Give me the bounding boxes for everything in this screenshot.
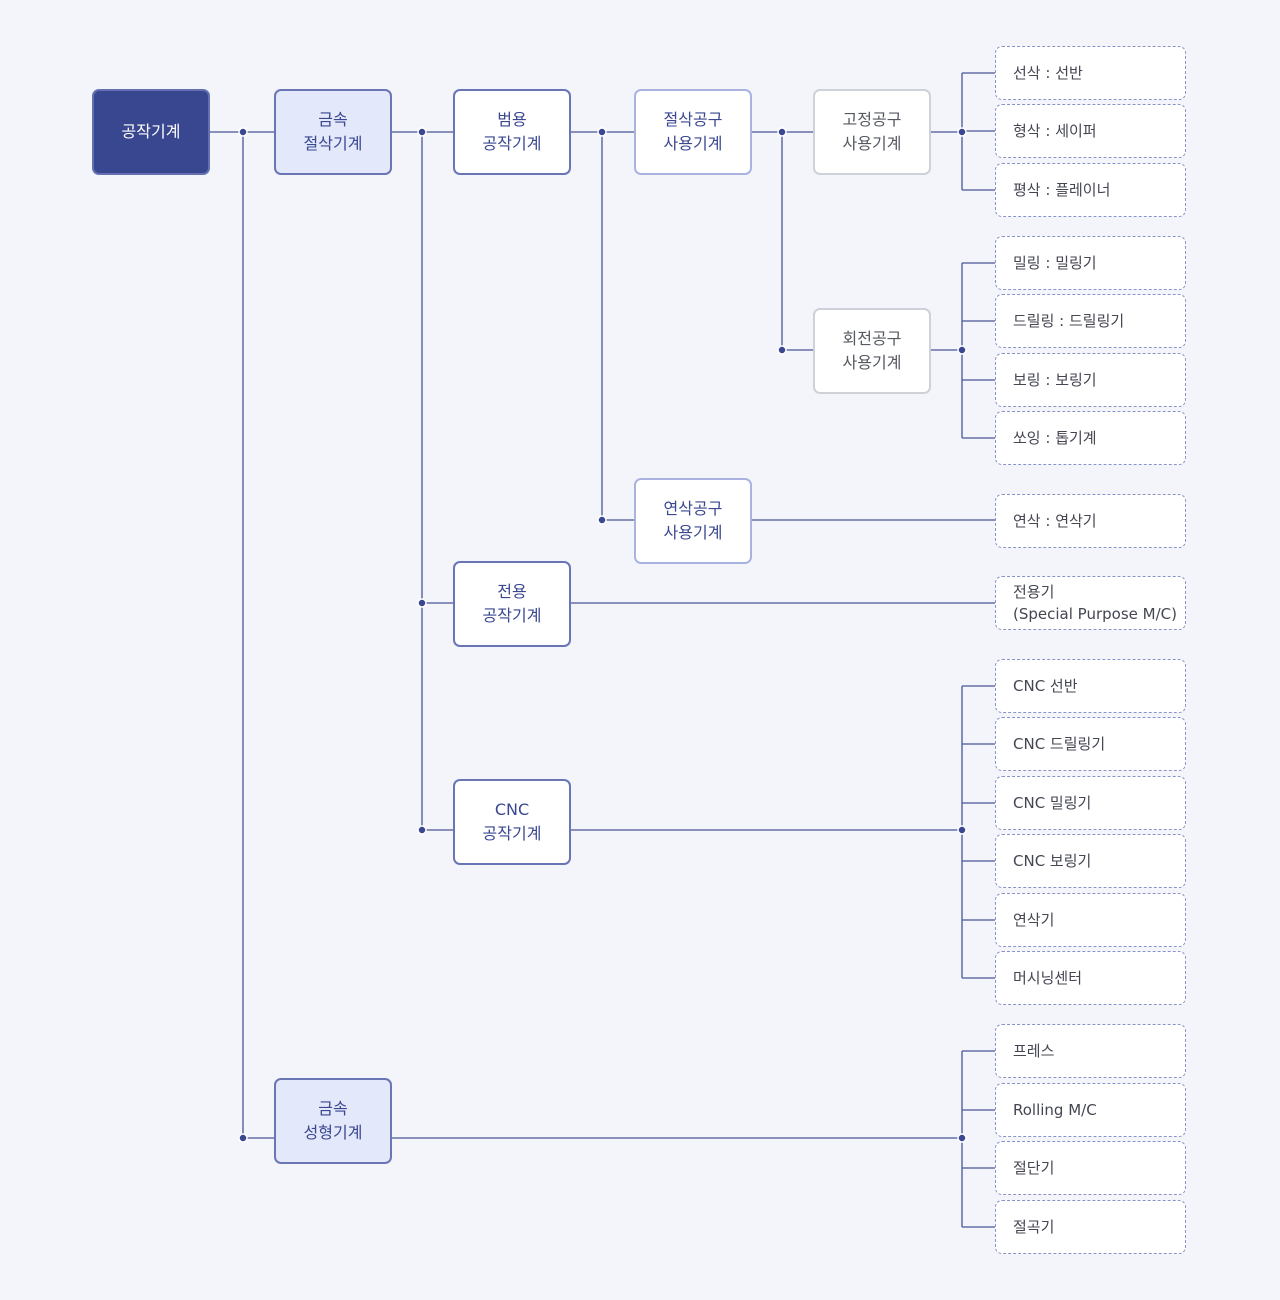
junction-dot (238, 1133, 248, 1143)
leaf-planing-planer: 평삭 : 플레이너 (995, 163, 1186, 217)
junction-dot (417, 127, 427, 137)
node-metal-forming-machine: 금속 성형기계 (274, 1078, 392, 1164)
leaf-drilling: 드릴링 : 드릴링기 (995, 294, 1186, 348)
node-grinding-tool-machine: 연삭공구 사용기계 (634, 478, 752, 564)
leaf-milling: 밀링 : 밀링기 (995, 236, 1186, 290)
leaf-turning-lathe: 선삭 : 선반 (995, 46, 1186, 100)
node-rotating-tool-machine: 회전공구 사용기계 (813, 308, 931, 394)
junction-dot (957, 825, 967, 835)
node-machine-tool: 공작기계 (92, 89, 210, 175)
leaf-cnc-drilling: CNC 드릴링기 (995, 717, 1186, 771)
leaf-cnc-lathe: CNC 선반 (995, 659, 1186, 713)
node-general-purpose-machine: 범용 공작기계 (453, 89, 571, 175)
leaf-grinder: 연삭기 (995, 893, 1186, 947)
leaf-cnc-milling: CNC 밀링기 (995, 776, 1186, 830)
leaf-grinding: 연삭 : 연삭기 (995, 494, 1186, 548)
node-fixed-tool-machine: 고정공구 사용기계 (813, 89, 931, 175)
junction-dot (238, 127, 248, 137)
junction-dot (597, 515, 607, 525)
node-special-purpose-machine: 전용 공작기계 (453, 561, 571, 647)
leaf-special-purpose: 전용기 (Special Purpose M/C) (995, 576, 1186, 630)
leaf-press: 프레스 (995, 1024, 1186, 1078)
junction-dot (957, 1133, 967, 1143)
junction-dot (597, 127, 607, 137)
leaf-boring: 보링 : 보링기 (995, 353, 1186, 407)
node-cutting-tool-machine: 절삭공구 사용기계 (634, 89, 752, 175)
junction-dot (777, 345, 787, 355)
leaf-sawing: 쏘잉 : 톱기계 (995, 411, 1186, 465)
junction-dot (957, 345, 967, 355)
leaf-cutter: 절단기 (995, 1141, 1186, 1195)
junction-dot (777, 127, 787, 137)
node-cnc-machine: CNC 공작기계 (453, 779, 571, 865)
junction-dot (417, 598, 427, 608)
junction-dot (417, 825, 427, 835)
leaf-cnc-boring: CNC 보링기 (995, 834, 1186, 888)
node-metal-cutting-machine: 금속 절삭기계 (274, 89, 392, 175)
leaf-shaping-shaper: 형삭 : 세이퍼 (995, 104, 1186, 158)
junction-dot (957, 127, 967, 137)
leaf-machining-center: 머시닝센터 (995, 951, 1186, 1005)
leaf-bender: 절곡기 (995, 1200, 1186, 1254)
leaf-rolling-mc: Rolling M/C (995, 1083, 1186, 1137)
